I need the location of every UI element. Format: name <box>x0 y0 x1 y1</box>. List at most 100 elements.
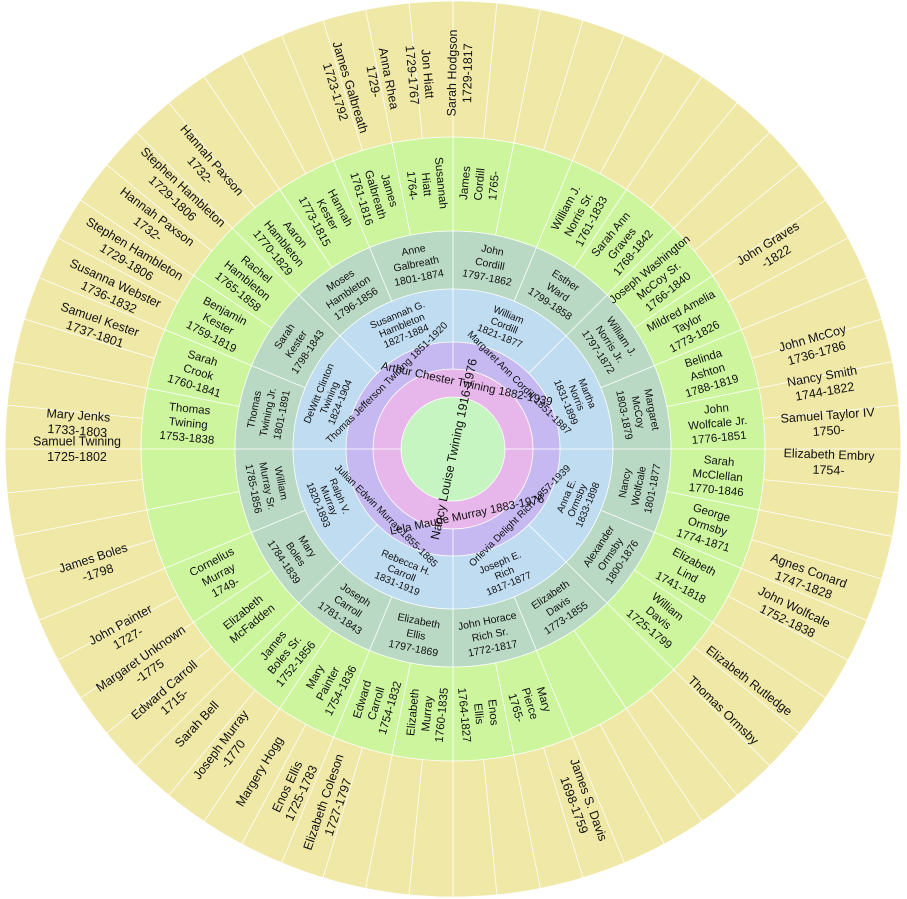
segment-divider <box>298 294 341 337</box>
segment-divider <box>650 689 738 796</box>
segment-divider <box>322 20 363 151</box>
person-label-line: Sarah Hodgson <box>444 29 460 116</box>
segment-divider <box>654 329 742 366</box>
segment-divider <box>751 318 882 359</box>
person-label-line: 1729-1767 <box>403 45 422 106</box>
person-label-line: 1764-1827 <box>455 687 472 743</box>
segment-divider <box>203 708 281 822</box>
segment-divider <box>599 53 665 174</box>
segment-divider <box>606 602 674 670</box>
person-label-line: John <box>480 242 505 258</box>
person-label-line: Murray <box>420 695 435 732</box>
segment-divider <box>513 247 537 302</box>
segment-divider <box>164 329 252 366</box>
segment-divider <box>728 237 849 303</box>
person-label-line: 1725-1802 <box>47 450 107 464</box>
segment-divider <box>408 759 423 895</box>
segment-divider <box>168 689 256 796</box>
segment-divider <box>365 9 393 144</box>
person-label-line: Hiatt <box>419 172 433 198</box>
person-label-line: Ellis <box>471 703 485 725</box>
segment-divider <box>281 34 334 161</box>
segment-divider <box>251 509 306 533</box>
segment-divider <box>24 318 155 359</box>
segment-divider <box>135 131 233 229</box>
segment-divider <box>251 365 306 389</box>
person-label-line: Anne <box>400 242 427 259</box>
person-label-line: Samuel Twining <box>33 435 121 449</box>
segment-divider <box>513 754 541 889</box>
segment-divider <box>38 277 165 330</box>
person-label-line: Susannah <box>432 157 449 210</box>
segment-divider <box>483 759 498 895</box>
segment-divider <box>369 247 393 302</box>
segment-divider <box>106 646 213 734</box>
segment-divider <box>573 630 627 709</box>
person-label-line: 1733-1803 <box>47 422 108 440</box>
segment-divider <box>625 708 703 822</box>
segment-divider <box>333 650 370 738</box>
person-label-line: 1729- <box>363 64 383 98</box>
person-label-line: 1770-1846 <box>688 482 744 499</box>
segment-divider <box>573 189 627 268</box>
segment-divider <box>572 34 625 161</box>
segment-divider <box>536 650 573 738</box>
segment-divider <box>203 76 281 190</box>
segment-divider <box>241 724 307 845</box>
segment-divider <box>758 361 893 389</box>
segment-divider <box>339 524 378 563</box>
segment-divider <box>80 199 194 277</box>
segment-dividers <box>5 1 901 897</box>
person-label-line: 1729-1817 <box>460 43 475 103</box>
segment-divider <box>168 102 256 209</box>
segment-divider <box>528 335 567 374</box>
person-label-line: Enos <box>485 699 500 727</box>
segment-divider <box>57 595 178 661</box>
segment-divider <box>565 294 608 337</box>
segment-divider <box>606 228 674 296</box>
person-label-line: Nancy <box>617 467 635 499</box>
segment-divider <box>654 532 742 569</box>
segment-divider <box>634 275 713 329</box>
person-label-line: McClellan <box>692 468 743 485</box>
segment-divider <box>322 747 363 878</box>
person-label-line: 1753-1838 <box>159 430 215 447</box>
segment-divider <box>365 754 393 889</box>
segment-divider <box>513 596 537 651</box>
person-label-line: 1754- <box>812 463 844 478</box>
segment-divider <box>7 479 143 494</box>
segment-divider <box>232 228 300 296</box>
person-label-line: Twining <box>168 416 208 432</box>
person-label-line: Cordill <box>473 168 488 202</box>
segment-divider <box>625 76 703 190</box>
person-label-line: Samuel Taylor IV <box>780 405 876 426</box>
segment-divider <box>57 237 178 303</box>
segment-divider <box>106 164 213 252</box>
segment-divider <box>763 404 899 419</box>
segment-divider <box>495 662 515 756</box>
segment-divider <box>536 160 573 248</box>
segment-divider <box>650 102 738 209</box>
segment-divider <box>38 568 165 621</box>
person-label-line: Mary Jenks <box>46 406 111 424</box>
person-label-line: Wolfcale Jr. <box>688 415 748 433</box>
segment-divider <box>666 491 760 511</box>
person-label-line: 1765- <box>487 170 502 201</box>
segment-divider <box>728 595 849 661</box>
segment-divider <box>333 160 370 248</box>
person-label-line: 1764- <box>404 171 419 202</box>
segment-divider <box>241 53 307 174</box>
person-label-line: Ellis <box>405 627 426 643</box>
segment-divider <box>600 509 655 533</box>
segment-divider <box>543 20 584 151</box>
segment-divider <box>13 361 148 389</box>
segment-divider <box>13 509 148 537</box>
segment-divider <box>673 131 771 229</box>
segment-divider <box>565 561 608 604</box>
